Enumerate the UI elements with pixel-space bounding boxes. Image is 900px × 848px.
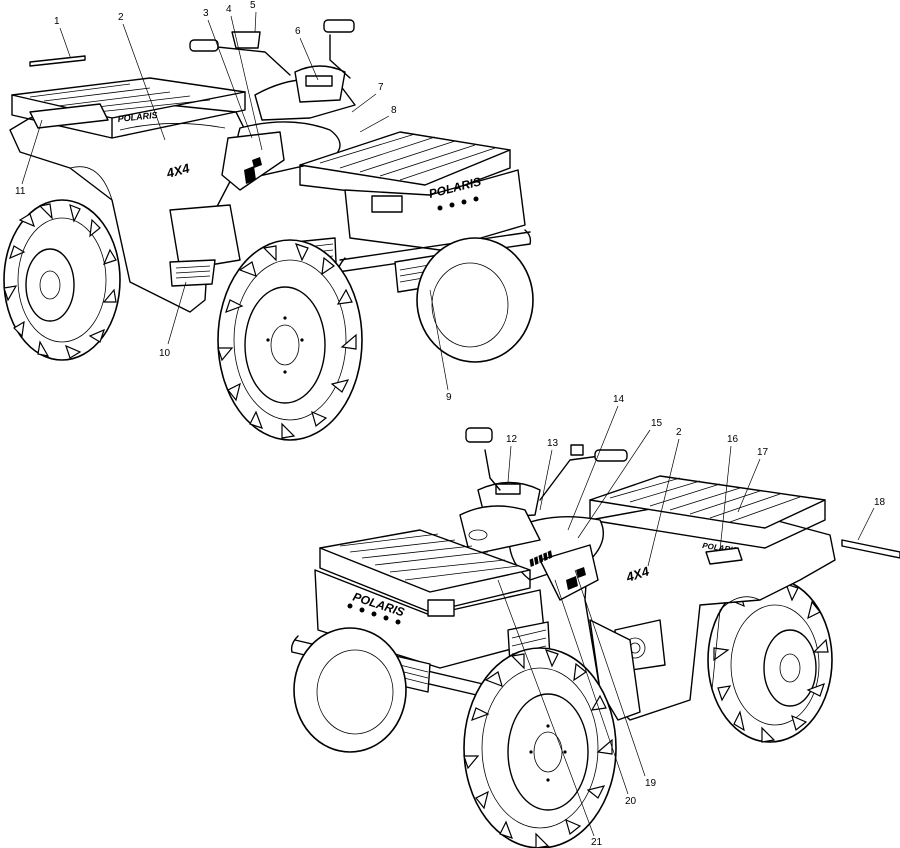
callouts-bottom: 12 13 14 15 2 16 17 18 19 20 21 — [497, 394, 900, 848]
mirror-mount-bottom — [570, 444, 584, 456]
callout-7: 7 — [378, 82, 384, 93]
callout-1: 1 — [54, 16, 60, 27]
decal-strip-1 — [29, 55, 86, 67]
front-right-wheel-bottom — [463, 647, 617, 848]
rear-rack-top — [11, 77, 246, 139]
atv-rear-left-view: 4X4 POLARIS — [3, 0, 534, 441]
callout-6: 6 — [295, 26, 301, 37]
callout-5: 5 — [250, 0, 256, 11]
decal-16 — [705, 547, 743, 565]
decal-polaris-rear: POLARIS — [117, 110, 158, 124]
callout-11: 11 — [15, 186, 26, 197]
callout-19: 19 — [645, 778, 657, 789]
decal-4x4-bottom: 4X4 — [623, 563, 651, 585]
rear-rack-bottom — [589, 475, 826, 549]
callout-16: 16 — [727, 434, 739, 445]
callouts-top: 1 2 3 4 5 6 7 8 9 10 11 — [15, 0, 452, 403]
grip-right — [323, 19, 355, 33]
handlebar-left — [197, 44, 291, 76]
footrest-tread — [175, 265, 211, 279]
front-right-wheel — [416, 237, 534, 363]
grip-left-bottom — [465, 427, 493, 443]
side-decal-stripes — [221, 131, 285, 191]
callout-10: 10 — [159, 348, 171, 359]
callout-3: 3 — [203, 8, 209, 19]
callout-13: 13 — [547, 438, 559, 449]
callout-4: 4 — [226, 4, 232, 15]
callout-14: 14 — [613, 394, 625, 405]
callout-8: 8 — [391, 105, 397, 116]
decal-4x4-top: 4X4 — [164, 160, 192, 181]
front-left-wheel-bottom — [293, 627, 407, 753]
callout-9: 9 — [446, 392, 452, 403]
callout-18: 18 — [874, 497, 886, 508]
pod-badge-bottom — [495, 483, 521, 495]
handlebar-left-bottom — [484, 449, 501, 491]
callout-12: 12 — [506, 434, 518, 445]
front-body — [344, 169, 526, 251]
callout-20: 20 — [625, 796, 637, 807]
rear-left-wheel — [3, 199, 121, 361]
handlebar-right-bottom — [539, 455, 601, 501]
fender-right — [589, 619, 641, 721]
pod-badge — [305, 75, 333, 87]
grip-left — [189, 39, 219, 52]
atv-front-right-view: 4X4 POLARIS ▮▮▮▮▮ — [290, 394, 900, 848]
front-vents — [437, 196, 479, 211]
mirror-mount — [231, 31, 261, 49]
headlight-left-top — [371, 195, 403, 213]
callout-21: 21 — [591, 837, 603, 848]
callout-2: 2 — [118, 12, 124, 23]
front-vents-bottom — [347, 603, 401, 625]
side-panel — [169, 204, 241, 271]
callout-17: 17 — [757, 447, 769, 458]
rear-right-wheel — [707, 577, 833, 743]
callout-2-bottom: 2 — [676, 427, 682, 438]
handlebar-right — [329, 34, 351, 79]
grip-right-bottom — [594, 449, 628, 462]
fuel-tank-bottom — [459, 505, 541, 556]
side-decal-stripes-bottom — [539, 544, 599, 601]
headlight-right-bottom — [427, 599, 455, 617]
front-left-wheel — [217, 239, 363, 441]
callout-15: 15 — [651, 418, 663, 429]
decal-strip-18 — [841, 539, 900, 559]
